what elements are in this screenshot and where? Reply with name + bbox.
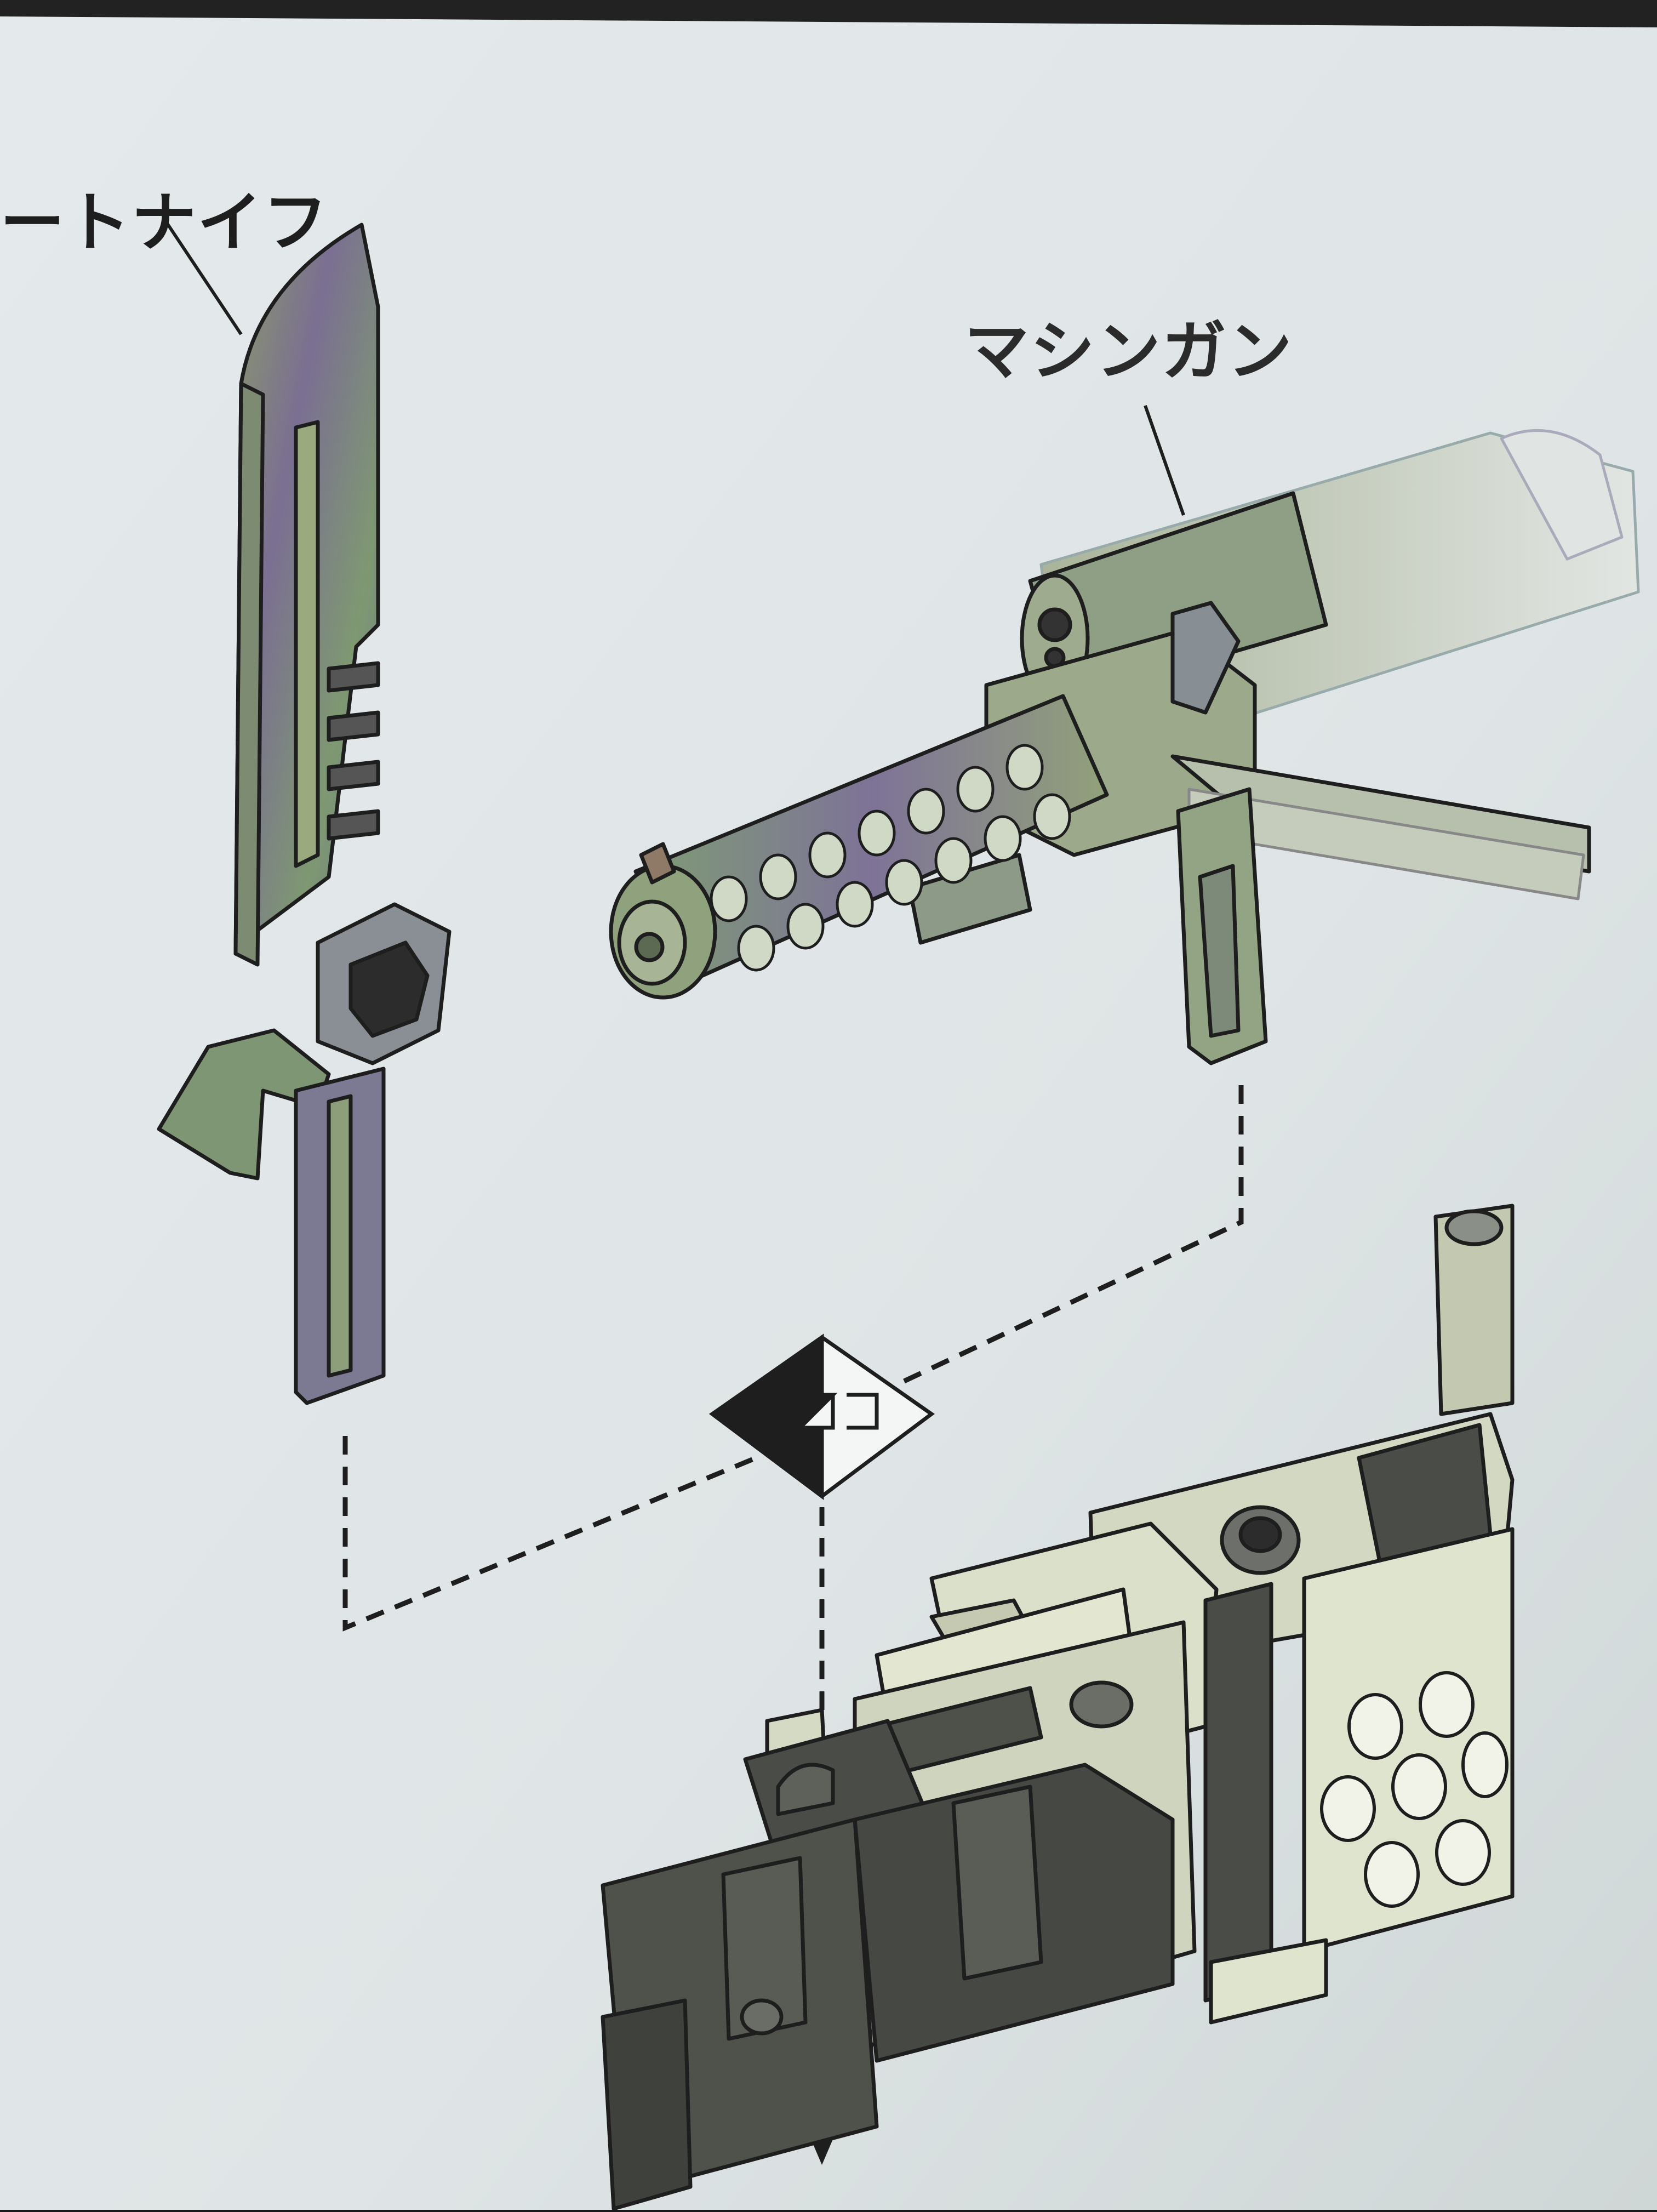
knife-label: ートナイフ xyxy=(0,185,329,260)
figure-body-part xyxy=(601,1204,1515,2211)
knife-part xyxy=(157,223,452,1405)
peg-into-hole-icon xyxy=(709,1333,935,1500)
figure-body-port-holes xyxy=(1320,1671,1509,1908)
machine-gun-leader-line xyxy=(1144,405,1185,516)
knife-leader-line xyxy=(163,218,243,335)
barrel-vent-holes xyxy=(710,744,1071,972)
machine-gun-label: マシンガン xyxy=(964,313,1294,389)
